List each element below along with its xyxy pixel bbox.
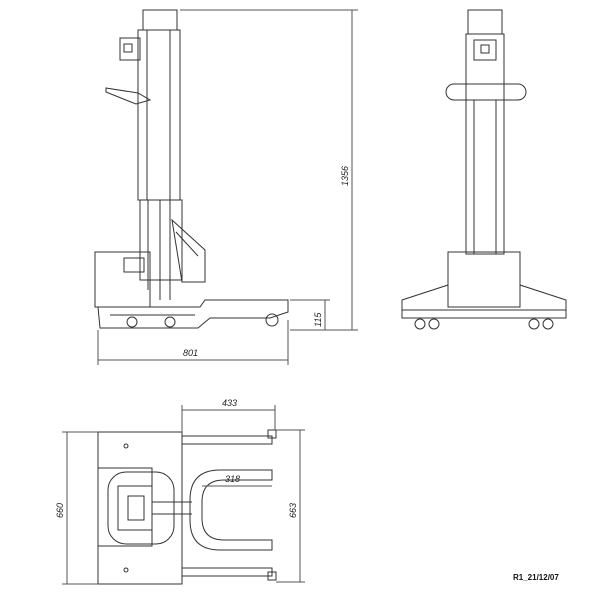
front-handle	[445, 83, 527, 101]
front-body	[447, 251, 521, 308]
side-wheel	[126, 316, 138, 328]
dim-top-inner-width: 318	[225, 474, 240, 484]
side-handle	[105, 87, 152, 105]
side-mast	[137, 29, 181, 201]
front-wheel	[528, 318, 540, 330]
dim-top-depth-inner: 663	[288, 503, 298, 518]
front-view	[401, 9, 567, 330]
dim-base-height: 115	[313, 312, 323, 327]
side-lower-mast	[139, 199, 183, 281]
side-control-knob	[123, 43, 133, 53]
dim-length: 801	[183, 348, 198, 358]
side-base	[97, 299, 289, 329]
front-control-knob	[480, 44, 490, 54]
front-wheel	[542, 318, 554, 330]
side-wheel	[265, 313, 279, 327]
side-wheel	[164, 316, 176, 328]
top-mast-loop	[107, 471, 175, 545]
top-mast-core	[127, 495, 145, 521]
front-control-box	[473, 39, 497, 61]
top-inner-loop	[189, 469, 273, 551]
top-wheel	[267, 429, 277, 439]
front-mast	[465, 33, 505, 255]
top-wheel	[267, 571, 277, 581]
top-bolt	[123, 443, 129, 449]
top-body	[97, 431, 183, 585]
top-legs	[182, 435, 273, 577]
dim-total-height: 1356	[340, 166, 350, 186]
side-control-box	[119, 37, 141, 61]
side-body-panel	[123, 257, 145, 273]
revision-label: R1_21/12/07	[513, 573, 559, 582]
dim-top-depth-outer: 660	[55, 503, 65, 518]
front-wheel	[414, 318, 426, 330]
top-bolt	[123, 567, 129, 573]
dim-top-width: 433	[222, 398, 237, 408]
front-mast-top	[467, 9, 503, 35]
side-lift-arm	[171, 218, 206, 283]
front-wheel	[428, 318, 440, 330]
top-mast	[117, 485, 153, 531]
side-mast-top-cap	[142, 9, 178, 31]
side-view: 1356 115 801	[94, 9, 358, 365]
top-view: 433 318 660 663	[55, 398, 305, 585]
side-detail-line	[175, 231, 199, 257]
front-base	[401, 284, 567, 319]
